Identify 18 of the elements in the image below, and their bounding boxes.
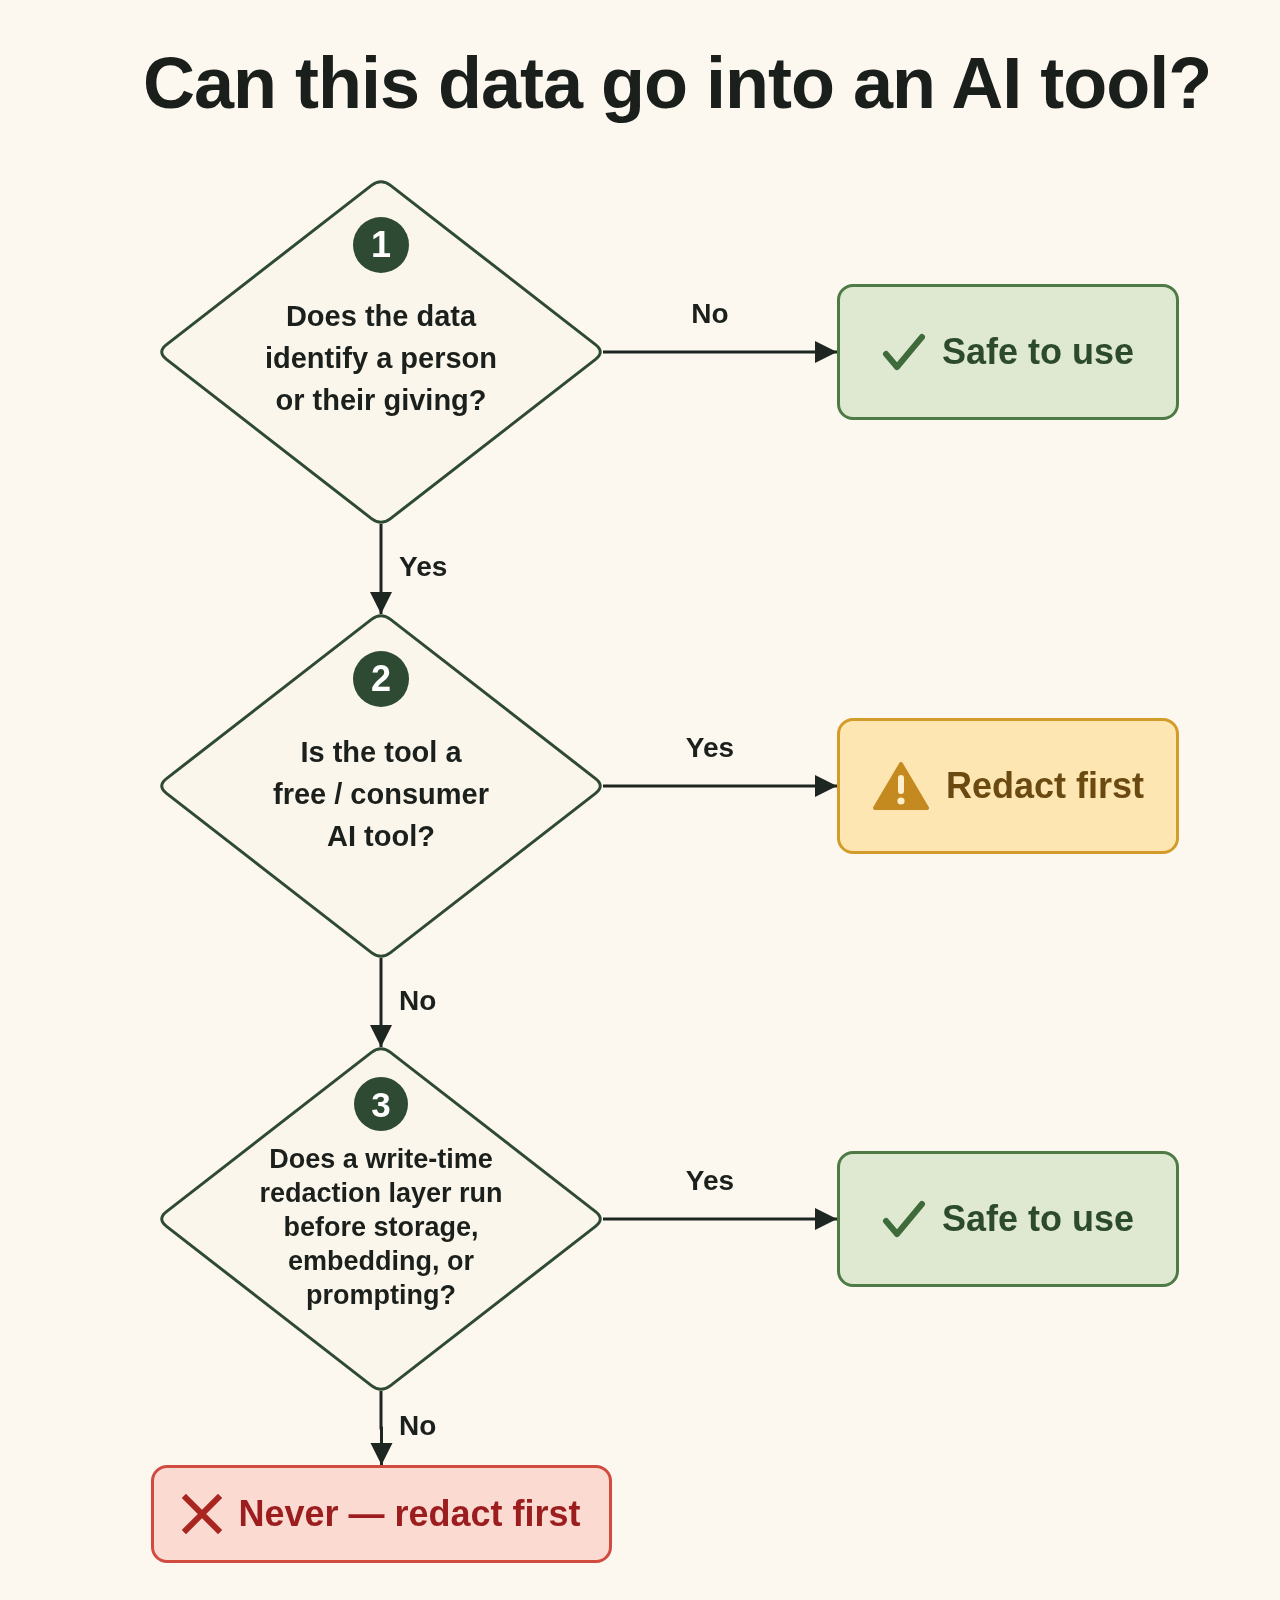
outcome-text: Never — redact first <box>238 1492 581 1536</box>
arrow <box>603 341 837 363</box>
outcome-text: Safe to use <box>941 330 1135 374</box>
question-text: Does the data identify a person or their giving? <box>263 299 498 418</box>
outcome-text: Redact first <box>945 764 1145 808</box>
outcome-box <box>151 1465 612 1563</box>
arrow <box>370 958 392 1047</box>
outcome-box <box>837 284 1179 420</box>
question-text: Is the tool a free / consumer AI tool? <box>272 735 490 854</box>
question-text: Does a write-time redaction layer run before storage, embedding, or prompting? <box>258 1143 504 1312</box>
diagram-title: Can this data go into an AI tool? <box>143 44 1212 124</box>
arrow <box>603 1208 837 1230</box>
outcome-box <box>837 718 1179 854</box>
outcome-box <box>837 1151 1179 1287</box>
outcome-text: Safe to use <box>941 1197 1135 1241</box>
arrow <box>370 1391 393 1465</box>
arrow <box>603 775 837 797</box>
arrow <box>370 524 392 614</box>
